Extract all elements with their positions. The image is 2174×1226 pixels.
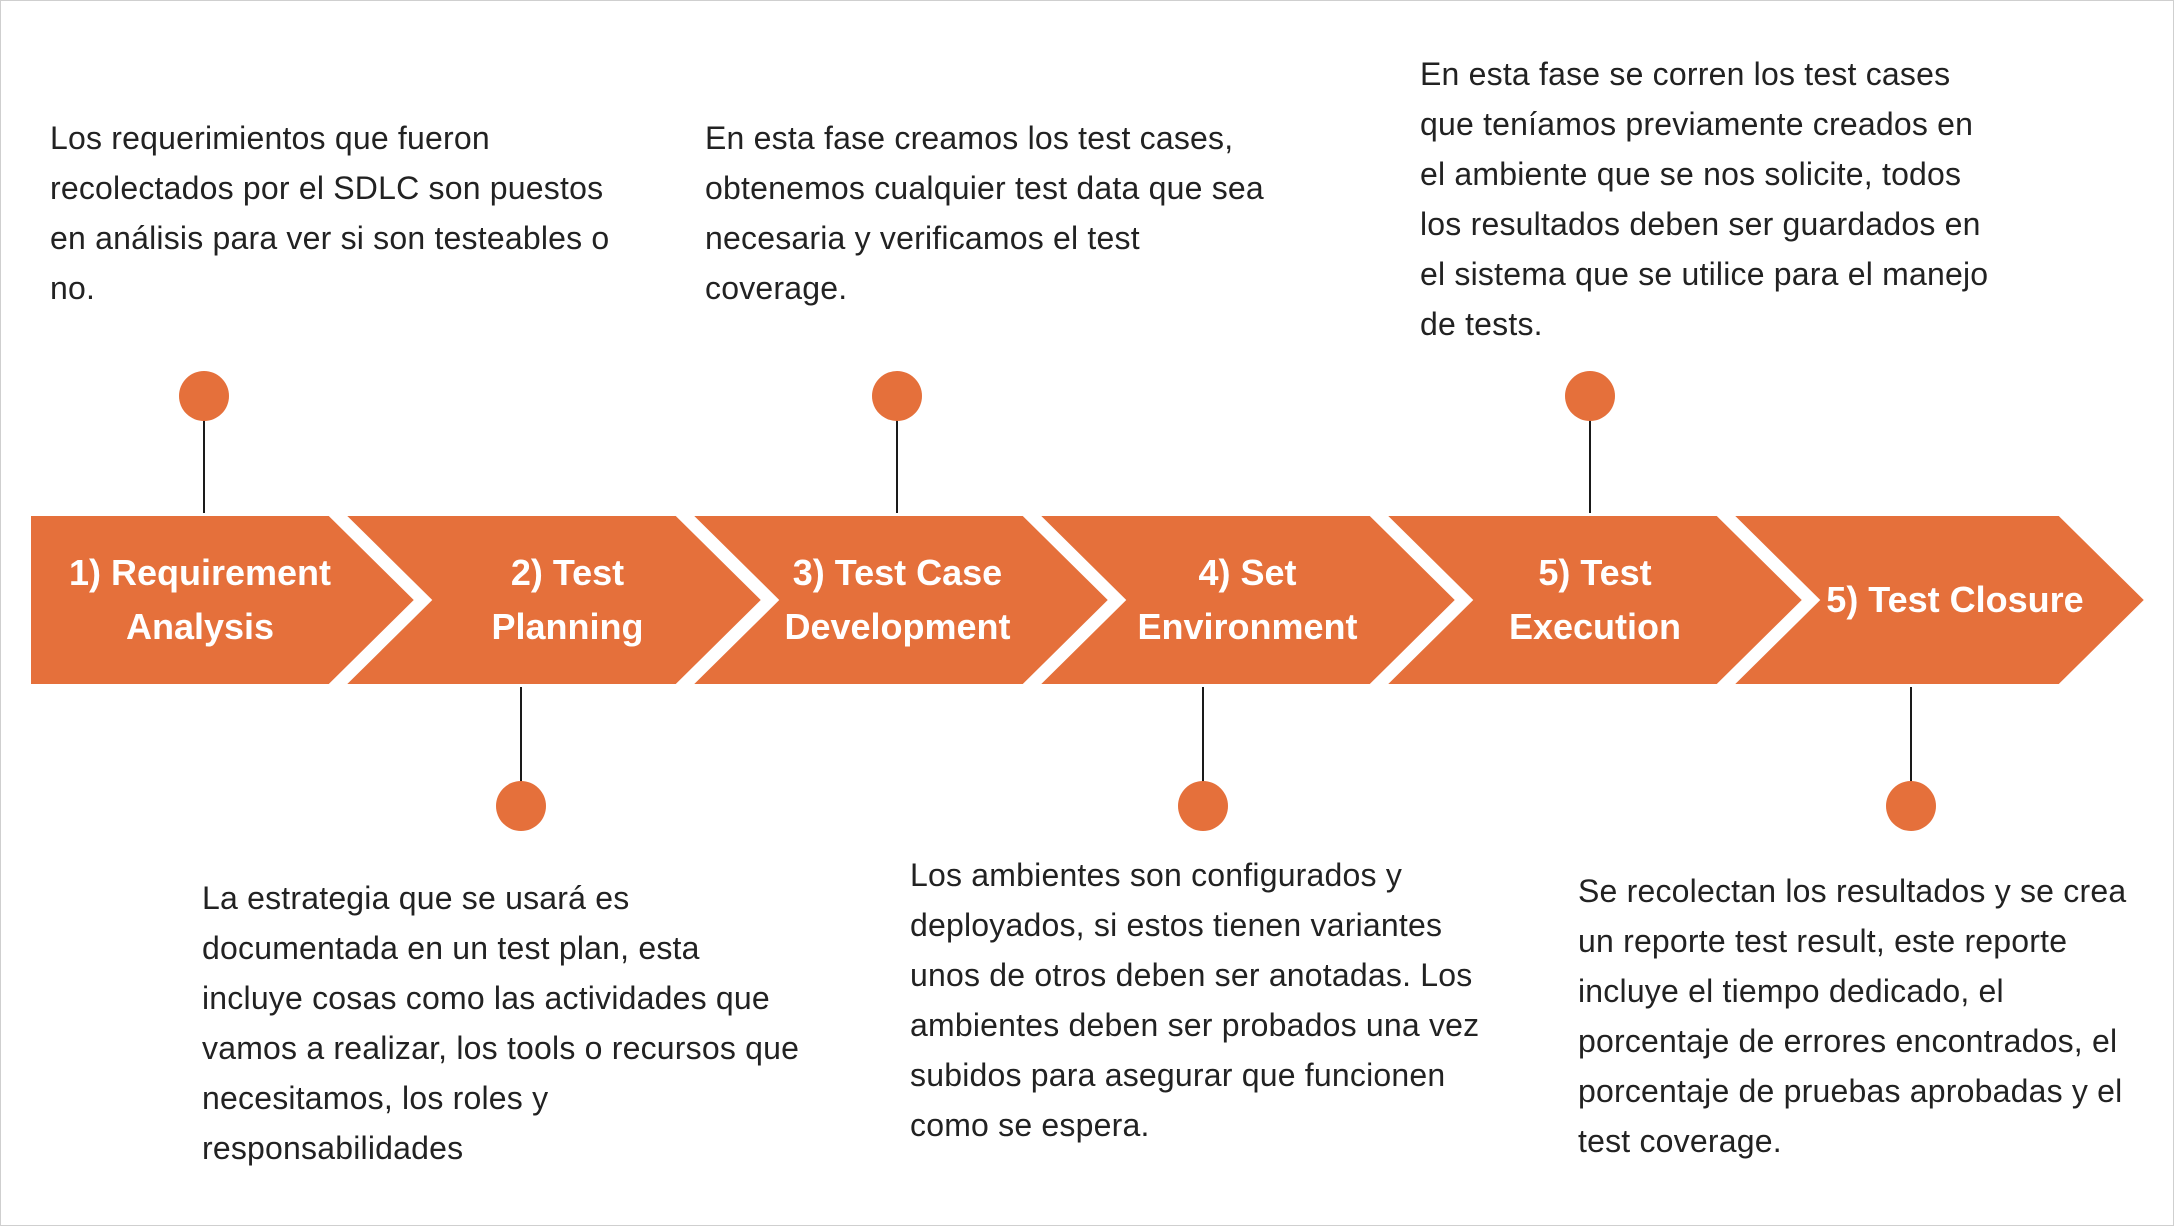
connector-stem-test-case-development bbox=[896, 395, 898, 513]
connector-dot-test-closure bbox=[1886, 781, 1936, 831]
connector-dot-requirement-analysis bbox=[179, 371, 229, 421]
connector-stem-test-closure bbox=[1910, 687, 1912, 805]
connector-dot-test-planning bbox=[496, 781, 546, 831]
stage-label-test-case-development: 3) Test Case Development bbox=[784, 552, 1011, 647]
connector-stem-requirement-analysis bbox=[203, 395, 205, 513]
arrow-segment-test-case-development bbox=[679, 510, 1117, 690]
arrow-segment-requirement-analysis bbox=[25, 510, 423, 690]
arrow-segment-test-closure bbox=[1720, 510, 2153, 690]
connector-dot-test-execution bbox=[1565, 371, 1615, 421]
stage-label-test-planning: 2) Test Planning bbox=[491, 552, 644, 647]
connector-stem-set-environment bbox=[1202, 687, 1204, 805]
stage-label-test-closure: 5) Test Closure bbox=[1826, 579, 2084, 620]
stage-description-test-planning: La estrategia que se usará es documentad… bbox=[202, 880, 800, 1166]
stage-label-test-execution: 5) Test Execution bbox=[1508, 552, 1682, 647]
connector-dot-set-environment bbox=[1178, 781, 1228, 831]
arrow-segment-test-planning bbox=[332, 510, 770, 690]
stage-description-test-closure: Se recolectan los resultados y se crea u… bbox=[1578, 873, 2127, 1159]
stage-label-requirement-analysis: 1) Requirement Analysis bbox=[68, 552, 332, 647]
stage-label-set-environment: 4) Set Environment bbox=[1137, 552, 1358, 647]
arrow-segment-test-execution bbox=[1373, 510, 1811, 690]
connector-dot-test-case-development bbox=[872, 371, 922, 421]
stage-description-test-case-development: En esta fase creamos los test cases, obt… bbox=[705, 120, 1264, 306]
arrow-segment-set-environment bbox=[1026, 510, 1464, 690]
stage-description-set-environment: Los ambientes son configurados y deploya… bbox=[910, 857, 1480, 1143]
stage-description-test-execution: En esta fase se corren los test cases qu… bbox=[1420, 56, 1989, 342]
stage-description-requirement-analysis: Los requerimientos que fueron recolectad… bbox=[50, 120, 610, 306]
connector-stem-test-planning bbox=[520, 687, 522, 805]
connector-stem-test-execution bbox=[1589, 395, 1591, 513]
